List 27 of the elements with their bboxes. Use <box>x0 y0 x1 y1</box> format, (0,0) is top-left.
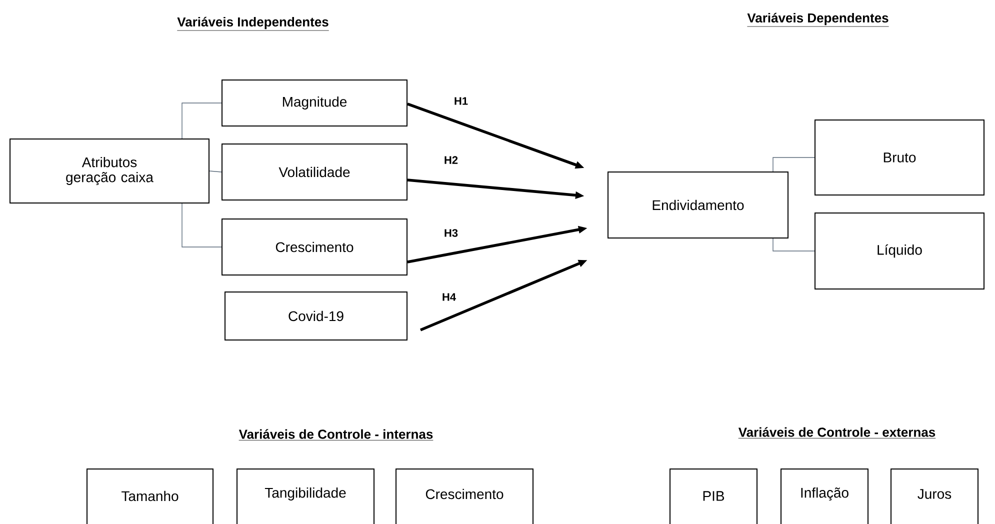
connector-line <box>182 203 222 248</box>
connector-line <box>772 157 815 172</box>
box: Crescimento <box>222 218 408 276</box>
box: Covid-19 <box>224 292 408 340</box>
connector-line <box>772 238 815 252</box>
box: Líquido <box>814 212 984 290</box>
box: Juros <box>890 468 978 524</box>
box: Tamanho <box>86 468 214 524</box>
edge-label: H3 <box>442 228 460 238</box>
heading: Variáveis de Controle - externas <box>738 427 936 438</box>
box: Inflação <box>780 468 868 524</box>
box: Volatilidade <box>222 144 408 200</box>
box: Endividamento <box>608 172 788 238</box>
connector-line <box>209 170 222 172</box>
box: Bruto <box>814 120 984 196</box>
edge-label: H2 <box>442 155 460 165</box>
connector-line <box>182 102 222 139</box>
box: PIB <box>670 468 758 524</box>
box: Crescimento <box>396 468 534 524</box>
edge-label: H4 <box>440 292 458 302</box>
edge-label: H1 <box>452 96 470 106</box>
heading: Variáveis Independentes <box>176 16 330 31</box>
heading: Variáveis Dependentes <box>747 12 890 27</box>
box: Tangibilidade <box>236 468 374 524</box>
box: Magnitude <box>222 80 408 126</box>
heading: Variáveis de Controle - internas <box>238 429 434 440</box>
box: Atributos geração caixa <box>10 138 210 204</box>
